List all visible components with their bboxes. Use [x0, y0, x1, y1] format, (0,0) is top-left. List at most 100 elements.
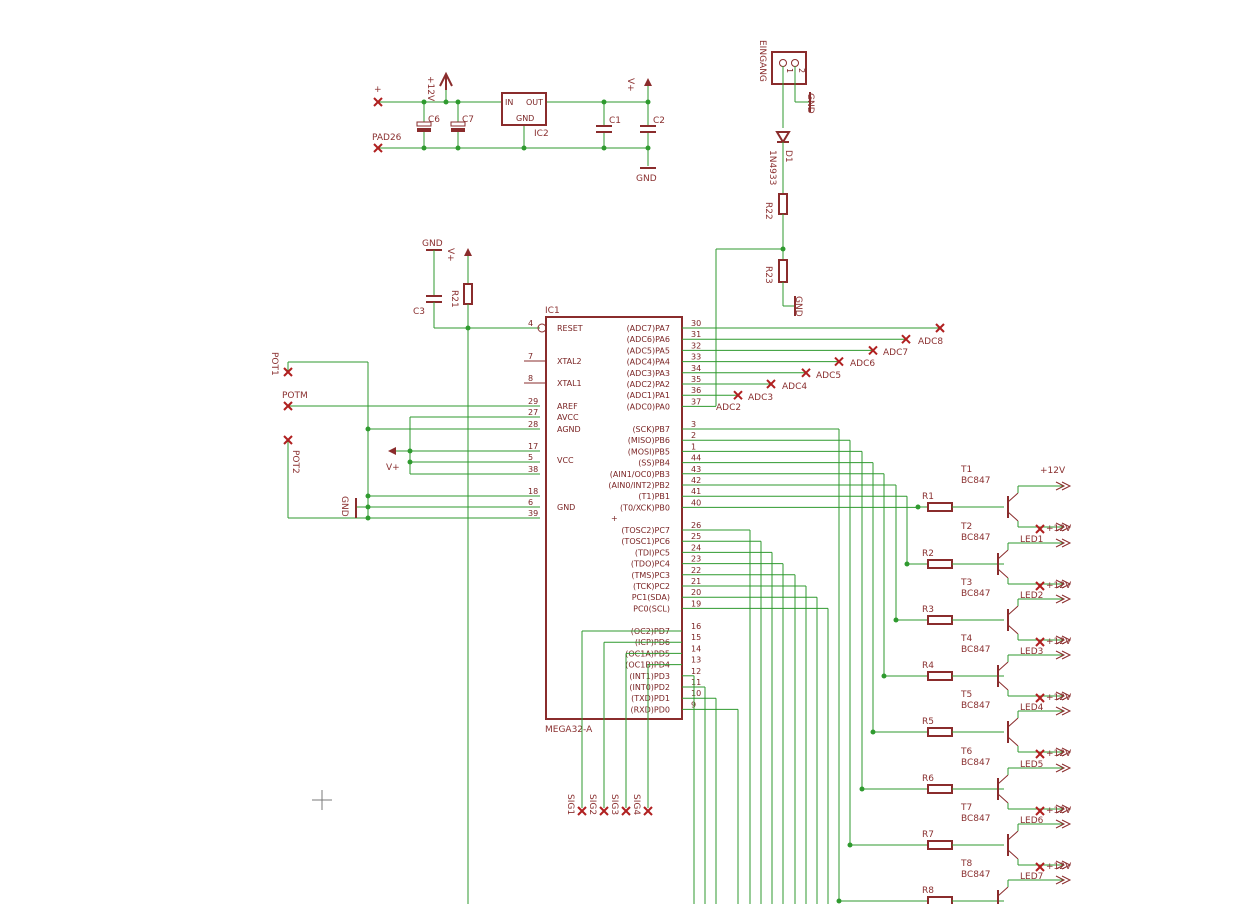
pin-number: 22 [691, 566, 701, 575]
reset-section: GND C3 V+ R21 [413, 239, 540, 904]
potm-label: POTM [282, 391, 308, 401]
pad-plus-label: + [374, 85, 382, 95]
pin-name: PC1(SDA) [632, 593, 670, 602]
resistor-r23[interactable]: R23 [763, 259, 788, 284]
capacitor-c6[interactable]: C6 [416, 115, 440, 132]
connector-label: EINGANG [757, 40, 767, 82]
pin-name: (INT0)PD2 [629, 683, 670, 692]
adc-pad-marker [901, 334, 911, 344]
microcontroller-ic1[interactable]: IC1 MEGA32-A + 4RESET7XTAL28XTAL129AREF2… [524, 306, 701, 735]
ic1-value: MEGA32-A [545, 725, 593, 735]
mcu-pin-right: PC1(SDA)20 [632, 588, 702, 602]
led-pad-marker [1035, 581, 1045, 591]
input-connector-section: 1 2 EINGANG GND D1 1N4933 R22 R23 GND [715, 40, 815, 406]
resistor-label: R4 [922, 661, 934, 671]
pin-number: 28 [528, 420, 538, 429]
svg-text:R21: R21 [449, 290, 459, 308]
pin-number: 3 [691, 420, 696, 429]
transistor-ref: T5 [960, 690, 972, 700]
adc-label: ADC3 [748, 393, 773, 403]
plus12v-label: +12V [425, 76, 435, 102]
mcu-pin-left: 39 [528, 509, 538, 518]
pin-name: AREF [557, 402, 578, 411]
pin-name: (ADC1)PA1 [627, 391, 670, 400]
pot1-label: POT1 [269, 352, 279, 376]
capacitor-c1[interactable]: C1 [596, 116, 621, 133]
resistor-label: R5 [922, 717, 934, 727]
capacitor-c7[interactable]: C7 [450, 115, 474, 132]
svg-text:C2: C2 [653, 116, 665, 126]
sig-label: SIG3 [609, 794, 619, 815]
pin-number: 44 [691, 454, 701, 463]
pin-number: 38 [528, 465, 538, 474]
pin-number: 4 [528, 319, 533, 328]
plus12v-supply-symbol: +12V [425, 71, 453, 102]
led-label: LED4 [1020, 703, 1044, 713]
regulator-ic2[interactable]: IN OUT GND IC2 [501, 92, 549, 139]
led-pad-marker [1035, 693, 1045, 703]
pin-number: 27 [528, 408, 538, 417]
supply-label: +12V [1046, 581, 1072, 591]
adc-pad-marker [766, 379, 776, 389]
supply-label: +12V [1046, 693, 1072, 703]
pin-name: PC0(SCL) [633, 604, 670, 613]
pin-name: (T1)PB1 [638, 492, 670, 501]
pin-name: (INT1)PD3 [629, 672, 670, 681]
diode-d1[interactable]: D1 1N4933 [767, 131, 793, 185]
adc-label: ADC7 [883, 348, 908, 358]
transistor-ref: T3 [960, 578, 972, 588]
supply-label: +12V [1040, 466, 1066, 476]
pin-name: (TXD)PD1 [631, 694, 670, 703]
pin-name: AVCC [557, 413, 579, 422]
mcu-pin-right: (SCK)PB7 3 [632, 420, 696, 434]
driver-resistor [927, 559, 953, 569]
pin-number: 15 [691, 633, 701, 642]
pin-number: 2 [691, 431, 696, 440]
adc-pad-marker [935, 323, 945, 333]
capacitor-c2[interactable]: C2 [640, 116, 665, 133]
svg-text:V+: V+ [386, 463, 400, 473]
pin-number: 35 [691, 375, 701, 384]
transistor-type: BC847 [961, 533, 990, 543]
pin-number: 25 [691, 532, 701, 541]
resistor-r21[interactable]: R21 [449, 283, 473, 308]
pin-number: 7 [528, 352, 533, 361]
svg-text:IN: IN [505, 98, 513, 107]
supply-label: +12V [1046, 749, 1072, 759]
ic2-ref: IC2 [534, 129, 549, 139]
connector-eingang[interactable] [771, 51, 807, 85]
adc-pad-marker [733, 390, 743, 400]
capacitor-c3[interactable]: C3 [413, 295, 442, 317]
led-pad-marker [1035, 749, 1045, 759]
pin-number: 1 [691, 442, 696, 451]
pin-name: (SCK)PB7 [632, 425, 670, 434]
led-label: LED5 [1020, 760, 1043, 770]
pad26-label: PAD26 [372, 133, 402, 143]
pin-number: 31 [691, 330, 701, 339]
transistor-type: BC847 [961, 758, 990, 768]
